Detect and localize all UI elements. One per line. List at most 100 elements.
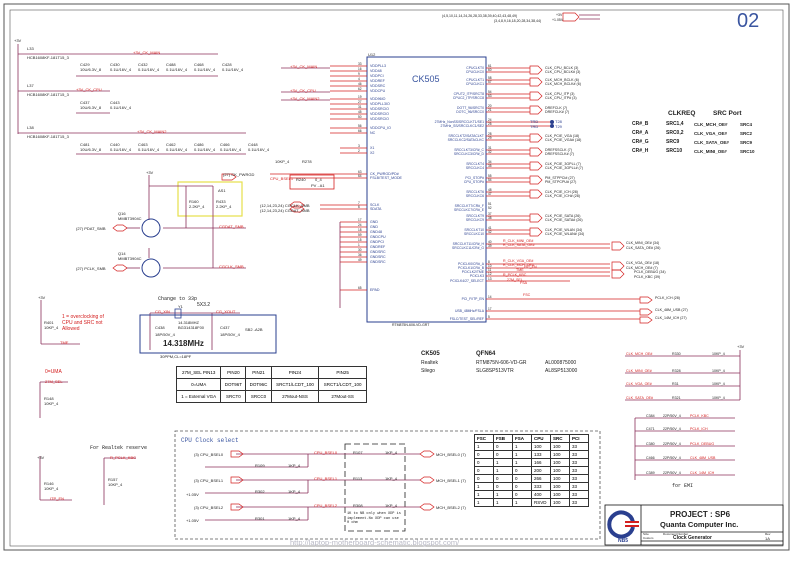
chip-pin-number: 12	[488, 272, 492, 276]
res-r146: R146	[44, 481, 54, 486]
overclock-note: 1 = overclocking of CPU and SRC not Allo…	[62, 314, 104, 332]
inductor-l37: L37	[27, 83, 34, 88]
chip-pin-name: CPUCLKC1	[465, 82, 484, 86]
chip-pin-number: 13	[488, 277, 492, 281]
net-itp-en: ITP_EN	[50, 496, 65, 501]
chip-pin-name: NC	[370, 131, 376, 135]
oe-output-net: PCLK_ICH (28)	[655, 296, 680, 300]
res-r157: R157	[108, 477, 118, 482]
fs-table-cell: 100	[550, 498, 570, 507]
chip-pin-number: 7	[358, 201, 360, 205]
chip-pin-name: SRCCLKT2/SATACLKT	[448, 134, 484, 138]
oe-output-net: PCLK_DEBUG (34)	[634, 270, 666, 274]
oe-output-net: CLK_48M_USB (27)	[655, 308, 688, 312]
emi-note: for EMI	[672, 483, 694, 489]
pin-table-header: PIN20	[220, 366, 247, 379]
chip-pin-name: CPUC2_ITP/SRCC8	[452, 96, 484, 100]
tp-t29-ref: T29	[555, 124, 562, 129]
cap-c438-val: 18P/50V_4	[155, 332, 175, 337]
chip-pin-name: GND48	[370, 230, 382, 234]
chip-pin-number: 30	[358, 248, 362, 252]
pin-table-header: PIN24	[270, 366, 320, 379]
emi-cap-value: 22P/50V_4	[663, 471, 681, 475]
cap-c429: C429	[80, 62, 90, 67]
res-r401-val: 10KP_4	[44, 325, 59, 330]
cap-c486-val: 0.1U/16V_4	[194, 147, 216, 152]
fs-table-cell: 100	[550, 474, 570, 483]
fs-table-cell: 1	[493, 466, 513, 475]
oe-net-label: R_CLK_VGA_OE#	[503, 259, 534, 263]
fs-table-header: FSC	[474, 434, 494, 443]
fs-table-cell: 0	[474, 458, 494, 467]
chip-pin-number: 39	[488, 244, 492, 248]
chip-pin-name: SRCCLKT6	[466, 190, 484, 194]
res-r157-val: 10KP_4	[108, 482, 123, 487]
fs-table-cell: 33	[569, 490, 589, 499]
output-net-label: DREFCLK (7)	[545, 106, 568, 110]
chip-pin-number: 62	[358, 87, 362, 91]
clkreq-cell: CLK_MCH_OE#	[694, 122, 728, 127]
net-cpu-bsel2: CPU_BSEL2	[314, 503, 338, 508]
chip-pin-name: GNDCPU	[370, 235, 386, 239]
chip-pin-number: 46	[358, 82, 362, 86]
pin-table-header: PIN21	[245, 366, 272, 379]
fs-table-cell: 1	[493, 498, 513, 507]
res-r107-val: 1KP_4	[385, 450, 398, 455]
cpu-bsel1-input: (3) CPU_BSEL1	[194, 478, 224, 483]
chip-pin-name: VDDSRCIO	[370, 117, 389, 121]
chip-pin-number: 41	[488, 226, 492, 230]
chip-pin-number: 11	[488, 268, 492, 272]
pullup-net: CLK_VGA_OE#	[626, 382, 652, 386]
rev-value: 1A	[765, 536, 770, 541]
output-net-label: CLK_PCIE_WLAN# (34)	[545, 232, 585, 236]
chip-pin-name: VDD96IO	[370, 97, 386, 101]
fs-table-cell: 1	[474, 482, 494, 491]
cap-c437x: C437	[220, 325, 230, 330]
xdp-note-box	[344, 443, 406, 532]
fs-table-cell: 33	[569, 450, 589, 459]
power-note-left2: (3,4,8,9,16,18,20,28,34,38,44)	[494, 19, 542, 23]
clkreq-cell: SRC10	[666, 148, 683, 154]
chip-pin-name: PCICLK4/27_SELECT	[450, 279, 484, 283]
rev-label: Rev	[765, 532, 771, 536]
chip-pin-number: 45	[358, 110, 362, 114]
cap-c432-val: 0.1U/16V_4	[138, 67, 160, 72]
fs-table-cell: 1	[493, 490, 513, 499]
chip-pin-name: SRCCLKT10	[464, 228, 484, 232]
clkreq-cell: SRC9	[740, 140, 753, 145]
smb-ref-dat: (12,14,23,24) CGDAT_SMB	[260, 208, 310, 213]
res-r160: R160	[189, 199, 199, 204]
chip-pin-name: 27MHz_NonSS/SRCCLKT1/SE1	[434, 120, 484, 124]
pv-a1-label: PV - A1	[311, 183, 325, 188]
emi-cap-net: PCLK_KBC	[690, 414, 709, 418]
chip-pin-number: 31	[358, 105, 362, 109]
cap-c488: C488	[166, 62, 176, 67]
net-3v-ck-cpu: +3V_CK_CPU	[76, 87, 102, 92]
oe-output-net: CLK_SATA_OE# (26)	[626, 246, 661, 250]
cap-c443-val: 0.1U/16V_4	[110, 105, 132, 110]
res-r107: R107	[353, 450, 363, 455]
chip-pin-name: SRCCLKC10	[464, 232, 484, 236]
cap-c488-val: 0.1U/16V_4	[166, 67, 188, 72]
chip-pin-number: 42	[488, 230, 492, 234]
chip-pin-name: PCICLK2/TME	[461, 270, 484, 274]
chip-pin-number: 66	[358, 129, 362, 133]
chip-pin-name: FSLC/TEST_SEL/REF	[449, 317, 484, 321]
cpu-bsel0-input: (3) CPU_BSEL0	[194, 452, 224, 457]
fs-table-cell: 0	[474, 474, 494, 483]
chip-pin-name: PCI_STOP#	[465, 176, 484, 180]
fs-table-cell: 33	[569, 458, 589, 467]
res-r308: R308	[353, 503, 363, 508]
fs-table-cell: 33	[569, 498, 589, 507]
clkreq-cell: CR#_B	[632, 121, 649, 127]
fs-table-cell: 0	[512, 474, 532, 483]
cpu-bsel2-input: (3) CPU_BSEL2	[194, 505, 224, 510]
chip-pin-name: SRCCLKC6	[465, 194, 484, 198]
smb-pdat-input: (27) PDAT_SMB	[76, 226, 106, 231]
chip-pin-name: X2	[370, 151, 375, 155]
chip-pin-number: 65	[358, 286, 362, 290]
chip-pin-number: 24	[488, 118, 492, 122]
chip-pin-number: 47	[488, 192, 492, 196]
